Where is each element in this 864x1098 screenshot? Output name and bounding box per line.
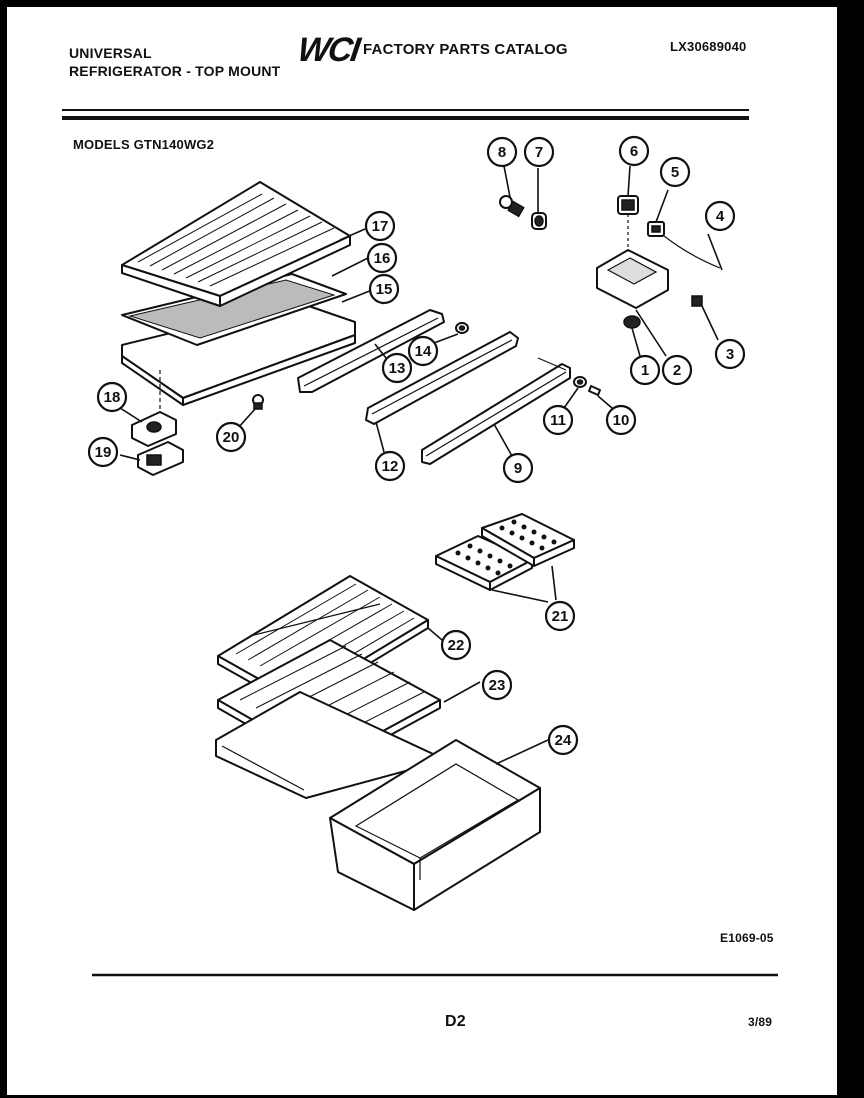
svg-text:16: 16 [374,250,391,267]
shelf-support [137,441,184,476]
brand-line-1: UNIVERSAL [69,45,152,61]
svg-text:18: 18 [104,389,121,406]
nut-11 [573,376,587,388]
callout-21: 21 [544,600,576,632]
svg-text:8: 8 [498,144,506,161]
knob-7 [531,212,547,230]
print-date: 3/89 [748,1015,773,1029]
callout-11: 11 [542,404,574,436]
header-rules [62,109,749,120]
callout-14: 14 [407,335,439,367]
thermostat-6 [617,195,639,215]
page-code: D2 [445,1013,466,1030]
callout-3: 3 [714,338,746,370]
svg-text:17: 17 [372,218,389,235]
svg-text:19: 19 [95,444,112,461]
shelf-bracket [131,411,177,447]
svg-text:6: 6 [630,143,638,160]
knob-8 [499,195,525,218]
callout-12: 12 [374,450,406,482]
callout-19: 19 [87,436,119,468]
knob-1 [623,315,641,329]
nut-14 [455,322,469,334]
svg-text:12: 12 [382,458,399,475]
rail-13 [297,309,445,393]
catalog-title: FACTORY PARTS CATALOG [363,41,568,58]
svg-text:4: 4 [716,208,725,225]
ice-tray-2 [481,513,575,567]
crisper-pan-24 [329,739,541,911]
svg-text:9: 9 [514,460,522,477]
svg-text:7: 7 [535,144,543,161]
callout-18: 18 [96,381,128,413]
catalog-page: UNIVERSAL REFRIGERATOR - TOP MOUNT WCI F… [7,7,837,1095]
svg-text:3: 3 [726,346,734,363]
svg-text:10: 10 [613,412,630,429]
callout-9: 9 [502,452,534,484]
crisper-cover-frame [215,691,447,799]
callout-7: 7 [523,136,555,168]
part-3 [691,295,703,307]
svg-text:11: 11 [550,412,566,429]
svg-text:22: 22 [448,637,465,654]
model-number: MODELS GTN140WG2 [73,137,215,152]
brand-line-2: REFRIGERATOR - TOP MOUNT [69,63,281,79]
callout-13: 13 [381,352,413,384]
callout-4: 4 [704,200,736,232]
callout-17: 17 [364,210,396,242]
callout-16: 16 [366,242,398,274]
callout-23: 23 [481,669,513,701]
callout-24: 24 [547,724,579,756]
callout-1: 1 [629,354,661,386]
capillary-4 [663,235,721,269]
catalog-number: LX30689040 [670,39,747,54]
svg-text:15: 15 [376,281,393,298]
ice-tray-1 [435,535,533,591]
screw-20 [252,394,264,410]
svg-text:2: 2 [673,362,681,379]
rail-12 [365,331,519,425]
screw-10 [588,385,601,396]
callout-2: 2 [661,354,693,386]
svg-text:1: 1 [641,362,649,379]
leader-lines [119,165,723,765]
switch-5 [647,221,665,237]
drawing-code: E1069-05 [720,931,774,945]
callout-6: 6 [618,135,650,167]
svg-text:13: 13 [389,360,406,377]
svg-text:24: 24 [555,732,572,749]
callout-5: 5 [659,156,691,188]
svg-text:21: 21 [552,608,569,625]
callout-22: 22 [440,629,472,661]
callout-8: 8 [486,136,518,168]
svg-text:23: 23 [489,677,506,694]
callout-15: 15 [368,273,400,305]
control-housing-2 [596,249,669,309]
callout-10: 10 [605,404,637,436]
svg-text:20: 20 [223,429,240,446]
freezer-shelf-assembly [121,181,356,410]
svg-text:14: 14 [415,343,432,360]
svg-text:5: 5 [671,164,679,181]
rail-9 [421,357,571,465]
exploded-parts-diagram: 1 2 3 4 5 6 7 8 9 10 11 12 13 14 15 16 1… [62,109,778,977]
callout-20: 20 [215,421,247,453]
